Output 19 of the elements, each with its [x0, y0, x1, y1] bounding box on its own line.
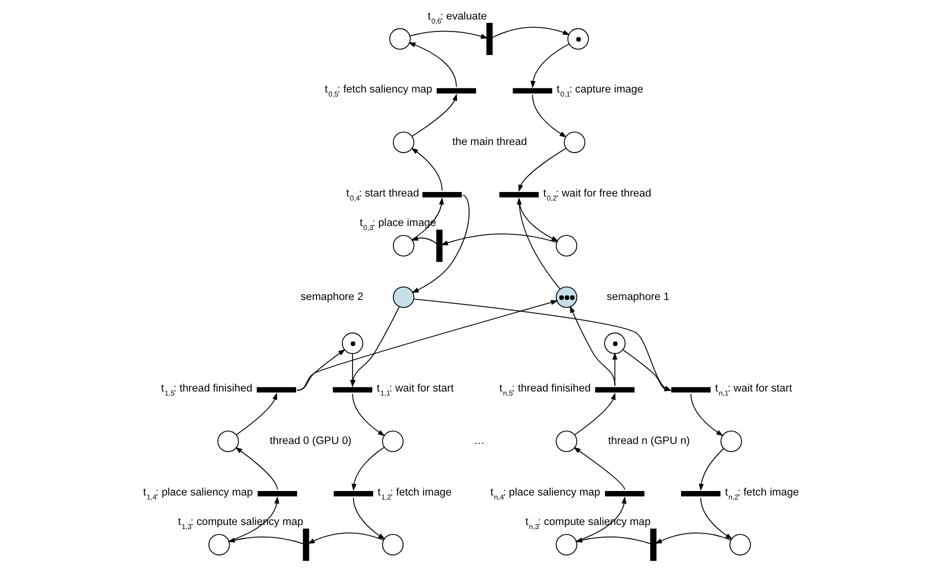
node-label: t$_{0,4}$: start thread [346, 188, 419, 203]
node-label: semaphore 2 [300, 290, 363, 303]
node-label: t$_{0,1}$: capture image [556, 84, 643, 99]
label: thread 0 (GPU 0) [269, 435, 352, 448]
node-label: semaphore 1 [606, 290, 669, 303]
node-label: t$_{1,1}$: wait for start [376, 382, 454, 398]
label: … [473, 435, 484, 448]
node-label: t$_{n,1}$: wait for start [714, 382, 792, 398]
node-label: t$_{n,2}$: fetch image [724, 486, 798, 502]
node-label: t$_{1,2}$: fetch image [377, 486, 452, 502]
node-label: t$_{0,6}$: evaluate [427, 10, 486, 26]
node-label: t$_{n,4}$: place saliency map [490, 486, 600, 502]
node-label: t$_{1,5}$: thread finisihed [160, 382, 252, 398]
node-label: t$_{0,5}$: fetch saliency map [324, 84, 432, 99]
node-label: t$_{1,4}$: place saliency map [142, 486, 252, 502]
node-label: t$_{0,2}$: wait for free thread [542, 188, 651, 203]
label: the main thread [452, 136, 526, 148]
node-label: t$_{n,5}$: thread finisihed [498, 382, 590, 398]
label: thread n (GPU n) [608, 435, 690, 448]
